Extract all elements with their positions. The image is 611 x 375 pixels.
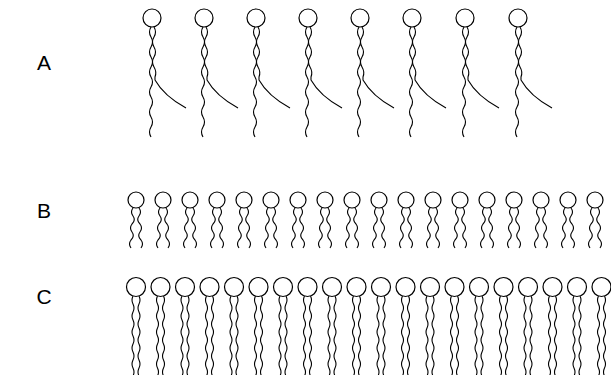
lipid-molecule	[155, 192, 171, 248]
row-label: B	[37, 200, 51, 221]
lipid-molecule	[421, 278, 440, 375]
lipid-molecule	[151, 278, 170, 375]
lipid-molecule	[347, 278, 366, 375]
lipid-molecule	[494, 278, 513, 375]
lipid-molecule	[200, 278, 219, 375]
lipid-molecule	[543, 278, 562, 375]
lipid-molecule	[456, 9, 499, 137]
lipid-molecule	[396, 278, 415, 375]
lipid-molecule	[299, 9, 342, 137]
lipid-molecule	[568, 278, 587, 375]
row-a-lipids	[143, 9, 552, 137]
lipid-molecule	[236, 192, 252, 248]
row-label: C	[36, 286, 51, 307]
lipid-molecule	[509, 9, 552, 137]
lipid-molecule	[506, 192, 522, 248]
lipid-molecule	[249, 278, 268, 375]
lipid-molecule	[247, 9, 290, 137]
lipid-molecule	[209, 192, 225, 248]
lipid-molecule	[372, 278, 391, 375]
lipid-molecule	[533, 192, 549, 248]
lipid-molecule	[323, 278, 342, 375]
lipid-molecule	[317, 192, 333, 248]
row-c-lipids	[127, 278, 611, 375]
lipid-molecule	[298, 278, 317, 375]
lipid-molecule	[127, 278, 146, 375]
lipid-molecule	[403, 9, 446, 137]
lipid-molecule	[452, 192, 468, 248]
lipid-molecule	[195, 9, 238, 137]
lipid-molecule	[143, 9, 186, 137]
lipid-molecule	[445, 278, 464, 375]
lipid-molecule	[225, 278, 244, 375]
lipid-molecule	[290, 192, 306, 248]
lipid-molecule	[425, 192, 441, 248]
lipid-molecule	[274, 278, 293, 375]
lipid-molecule	[182, 192, 198, 248]
lipid-molecule	[128, 192, 144, 248]
lipid-molecule	[344, 192, 360, 248]
lipid-molecule	[371, 192, 387, 248]
lipid-molecule	[560, 192, 576, 248]
lipid-molecule	[263, 192, 279, 248]
lipid-molecule	[351, 9, 394, 137]
lipid-molecule	[519, 278, 538, 375]
lipid-molecule	[587, 192, 603, 248]
row-label: A	[37, 52, 51, 73]
lipid-molecule	[479, 192, 495, 248]
lipid-molecule	[592, 278, 611, 375]
row-b-lipids	[128, 192, 603, 248]
lipid-molecule	[470, 278, 489, 375]
lipid-molecule	[398, 192, 414, 248]
lipid-molecule	[176, 278, 195, 375]
